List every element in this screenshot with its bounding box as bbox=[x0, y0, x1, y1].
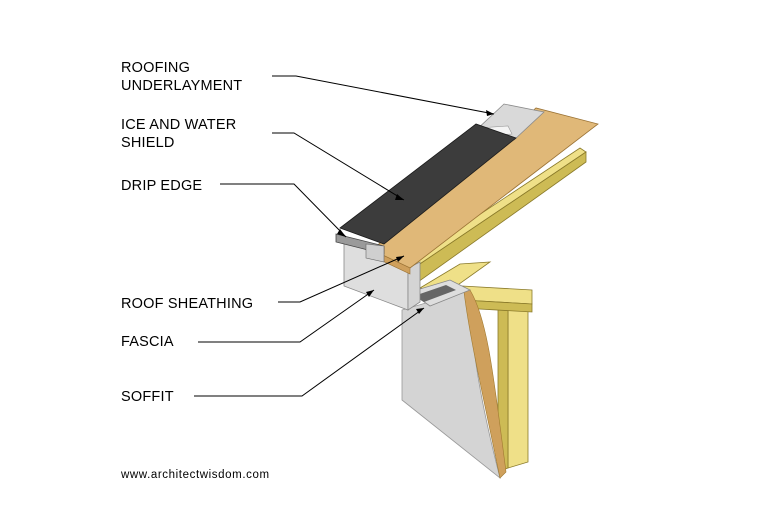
soffit-vent bbox=[414, 285, 456, 302]
label-roofing-underlayment-line1: ROOFING bbox=[121, 60, 190, 76]
leader-ice-arrow bbox=[395, 194, 404, 200]
credit-text: www.architectwisdom.com bbox=[120, 469, 270, 481]
label-fascia: FASCIA bbox=[121, 334, 174, 350]
leader-fascia bbox=[198, 289, 375, 343]
leader-ice-and-water-shield bbox=[272, 132, 405, 201]
leader-drip-arrow bbox=[337, 229, 346, 237]
label-ice-and-water-shield-line2: SHIELD bbox=[121, 135, 175, 151]
label-roofing-underlayment-line2: UNDERLAYMENT bbox=[121, 78, 242, 94]
wall-cut-edge bbox=[463, 289, 507, 479]
label-soffit: SOFFIT bbox=[121, 389, 174, 405]
leader-drip-edge bbox=[220, 183, 347, 238]
leader-sheathing-arrow bbox=[396, 256, 404, 262]
drip-edge-lip bbox=[365, 243, 385, 263]
label-ice-and-water-shield-line1: ICE AND WATER bbox=[121, 117, 236, 133]
ice-and-water-shield bbox=[339, 123, 517, 245]
leader-roofing-underlayment-arrow bbox=[486, 110, 494, 116]
wall-stud bbox=[507, 293, 529, 469]
leader-roof-sheathing bbox=[278, 255, 405, 303]
leader-fascia-arrow bbox=[366, 290, 374, 297]
label-roof-sheathing: ROOF SHEATHING bbox=[121, 296, 253, 312]
leader-roofing-underlayment bbox=[272, 75, 495, 115]
leader-soffit bbox=[194, 307, 425, 397]
fascia-return bbox=[407, 261, 421, 311]
leader-soffit-arrow bbox=[416, 308, 424, 314]
label-drip-edge: DRIP EDGE bbox=[121, 178, 202, 194]
